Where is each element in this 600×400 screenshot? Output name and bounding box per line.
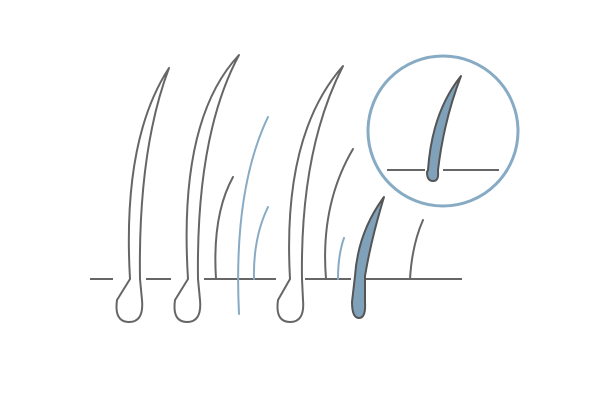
hair-strand-thin-2: [324, 148, 354, 280]
magnified-hair-follicle: [426, 75, 462, 182]
hair-follicle-large-1: [115, 67, 170, 323]
hair-follicle-new-blue: [351, 196, 385, 319]
magnifier-circle-icon: [366, 54, 520, 208]
hair-strand-thin-3: [409, 219, 424, 280]
hair-strand-new-blue-2: [252, 206, 269, 280]
hair-follicle-large-2: [173, 54, 240, 323]
hair-strand-new-blue-3: [337, 237, 345, 280]
hair-follicle-large-3: [276, 65, 344, 323]
hair-strand-thin-1: [214, 176, 234, 280]
hair-strand-new-blue-1: [237, 116, 269, 315]
